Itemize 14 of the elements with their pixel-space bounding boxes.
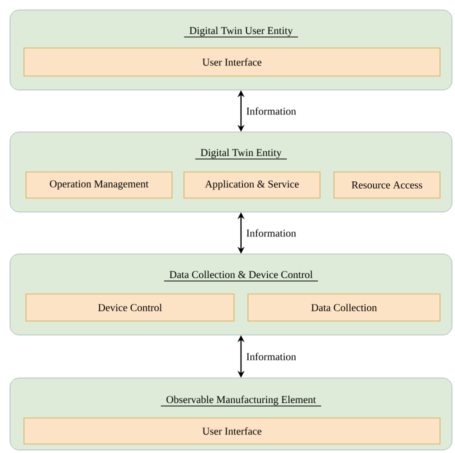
component-box: Data Collection xyxy=(248,294,440,322)
underlined-heading: Digital Twin Entity xyxy=(194,148,288,160)
underlined-heading: Data Collection & Device Control xyxy=(164,270,318,282)
component-box: User Interface xyxy=(24,48,440,76)
edge-label: Information xyxy=(246,229,296,237)
edge-label: Information xyxy=(246,352,296,360)
component-box: Device Control xyxy=(26,294,234,322)
component-box: Operation Management xyxy=(26,172,172,198)
component-box: User Interface xyxy=(24,418,440,444)
component-box: Resource Access xyxy=(334,172,440,198)
underlined-heading: Observable Manufacturing Element xyxy=(160,396,322,406)
edge-label: Information xyxy=(246,107,296,115)
underlined-heading: Digital Twin User Entity xyxy=(184,26,298,38)
component-box: Application & Service xyxy=(184,172,320,198)
